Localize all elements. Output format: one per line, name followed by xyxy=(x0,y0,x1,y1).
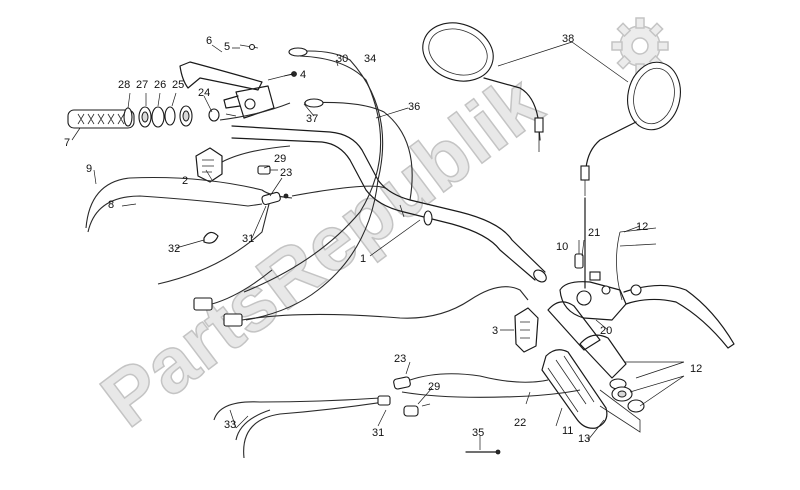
upper-screws xyxy=(257,165,278,175)
right-switch-housing xyxy=(514,307,539,353)
callout-6: 6 xyxy=(206,35,212,47)
callout-38: 38 xyxy=(562,33,574,45)
callout-2: 2 xyxy=(182,175,188,187)
leader-lines xyxy=(71,41,685,450)
front-brake-lever xyxy=(559,197,735,349)
handlebar xyxy=(231,125,547,283)
callout-29-upper: 29 xyxy=(274,153,286,165)
callout-30: 30 xyxy=(336,53,348,65)
callout-11: 11 xyxy=(562,425,573,437)
callout-22: 22 xyxy=(514,417,526,429)
callout-numbers: 6 5 30 34 4 28 27 26 25 24 36 37 7 29 23… xyxy=(64,33,702,445)
control-cables xyxy=(219,47,413,321)
left-switch-housing xyxy=(195,145,291,183)
lower-throttle-cables xyxy=(213,373,581,459)
callout-23-upper: 23 xyxy=(280,167,292,179)
left-mirror xyxy=(422,22,544,152)
callout-25: 25 xyxy=(172,79,184,91)
callout-28: 28 xyxy=(118,79,130,91)
callout-23-lower: 23 xyxy=(394,353,406,365)
callout-31-upper: 31 xyxy=(242,233,254,245)
callout-10: 10 xyxy=(556,241,568,253)
pin xyxy=(465,449,501,455)
callout-7: 7 xyxy=(64,137,70,149)
callout-9: 9 xyxy=(86,163,92,175)
callout-37: 37 xyxy=(306,113,318,125)
callout-27: 27 xyxy=(136,79,148,91)
callout-13: 13 xyxy=(578,433,590,445)
callout-33: 33 xyxy=(224,419,236,431)
cable-clip xyxy=(203,231,219,244)
throttle-cables xyxy=(85,176,389,285)
callout-26: 26 xyxy=(154,79,166,91)
right-mirror xyxy=(580,61,681,196)
callout-35: 35 xyxy=(472,427,484,439)
callout-1: 1 xyxy=(360,253,366,265)
callout-20: 20 xyxy=(600,325,612,337)
bar-end-washers xyxy=(123,105,220,128)
callout-34: 34 xyxy=(364,53,376,65)
callout-36: 36 xyxy=(408,101,420,113)
wiring-connectors xyxy=(193,269,529,327)
callout-24: 24 xyxy=(198,87,210,99)
callout-12-upper: 12 xyxy=(636,221,648,233)
callout-4: 4 xyxy=(300,69,306,81)
throttle-grip xyxy=(541,301,645,433)
callout-12-lower: 12 xyxy=(690,363,702,375)
left-grip xyxy=(67,109,135,129)
callout-3: 3 xyxy=(492,325,498,337)
callout-31-lower: 31 xyxy=(372,427,384,439)
callout-8: 8 xyxy=(108,199,114,211)
callout-21: 21 xyxy=(588,227,600,239)
callout-32: 32 xyxy=(168,243,180,255)
callout-29-lower: 29 xyxy=(428,381,440,393)
callout-5: 5 xyxy=(224,41,230,53)
